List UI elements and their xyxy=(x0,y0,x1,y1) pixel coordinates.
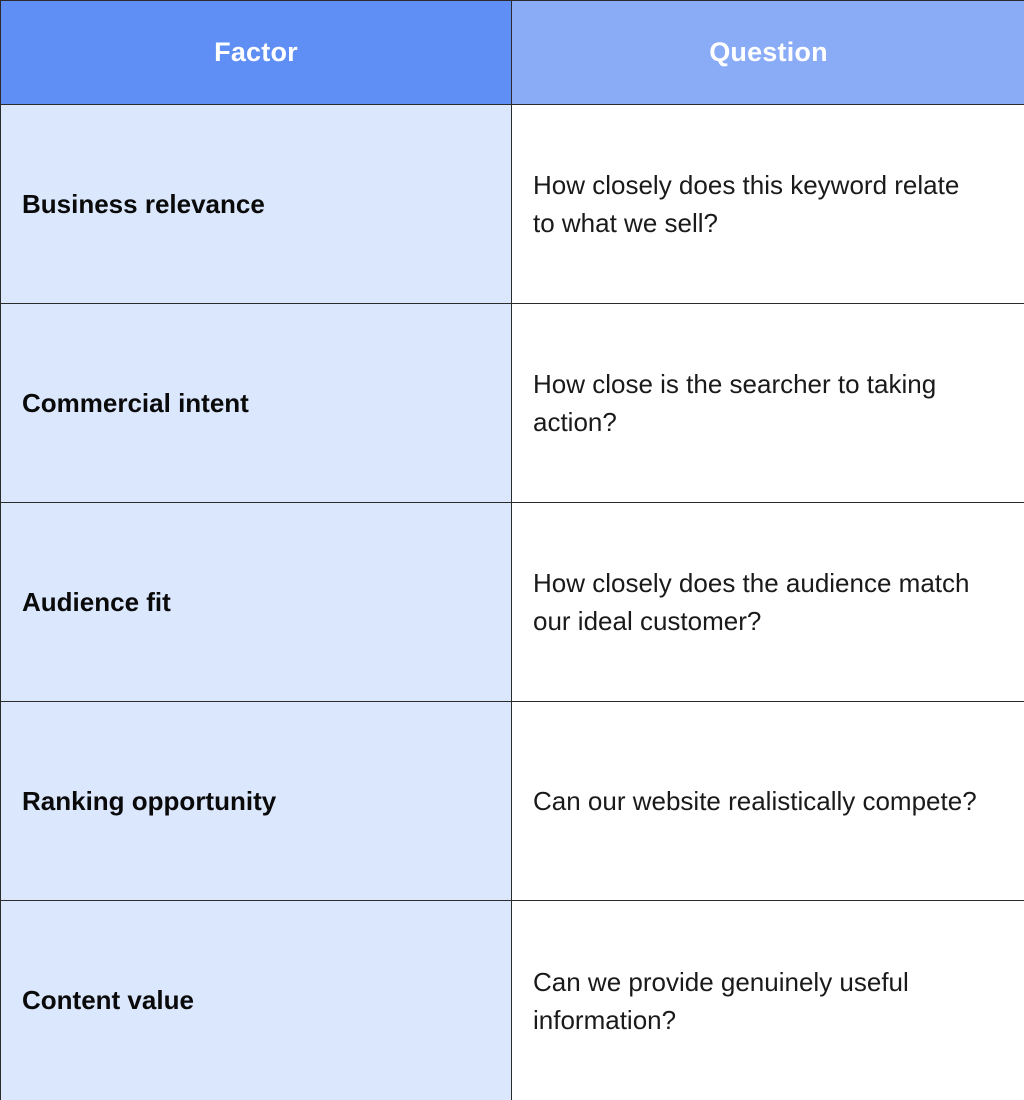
question-text: Can our website realistically compete? xyxy=(533,786,977,816)
column-header-factor-label: Factor xyxy=(214,37,298,67)
table-row-factor: Commercial intent xyxy=(1,304,512,503)
column-header-question-label: Question xyxy=(709,37,828,67)
table-row-question: Can we provide genuinely useful informat… xyxy=(512,901,1024,1100)
question-text: How closely does this keyword relate to … xyxy=(533,170,960,238)
table-row-factor: Audience fit xyxy=(1,503,512,702)
table-row-question: Can our website realistically compete? xyxy=(512,702,1024,901)
table-row-question: How closely does the audience match our … xyxy=(512,503,1024,702)
table-row-question: How close is the searcher to taking acti… xyxy=(512,304,1024,503)
table-row-factor: Business relevance xyxy=(1,105,512,304)
table-row-factor: Ranking opportunity xyxy=(1,702,512,901)
factor-label: Commercial intent xyxy=(22,387,249,418)
factor-label: Ranking opportunity xyxy=(22,785,277,816)
table-row-factor: Content value xyxy=(1,901,512,1100)
factor-label: Content value xyxy=(22,985,194,1015)
column-header-factor: Factor xyxy=(1,1,512,105)
question-text: Can we provide genuinely useful informat… xyxy=(533,966,909,1035)
question-text: How closely does the audience match our … xyxy=(533,568,970,636)
factor-label: Business relevance xyxy=(22,188,265,219)
column-header-question: Question xyxy=(512,1,1024,105)
factor-label: Audience fit xyxy=(22,586,171,617)
table-row-question: How closely does this keyword relate to … xyxy=(512,105,1024,304)
question-text: How close is the searcher to taking acti… xyxy=(533,369,937,437)
